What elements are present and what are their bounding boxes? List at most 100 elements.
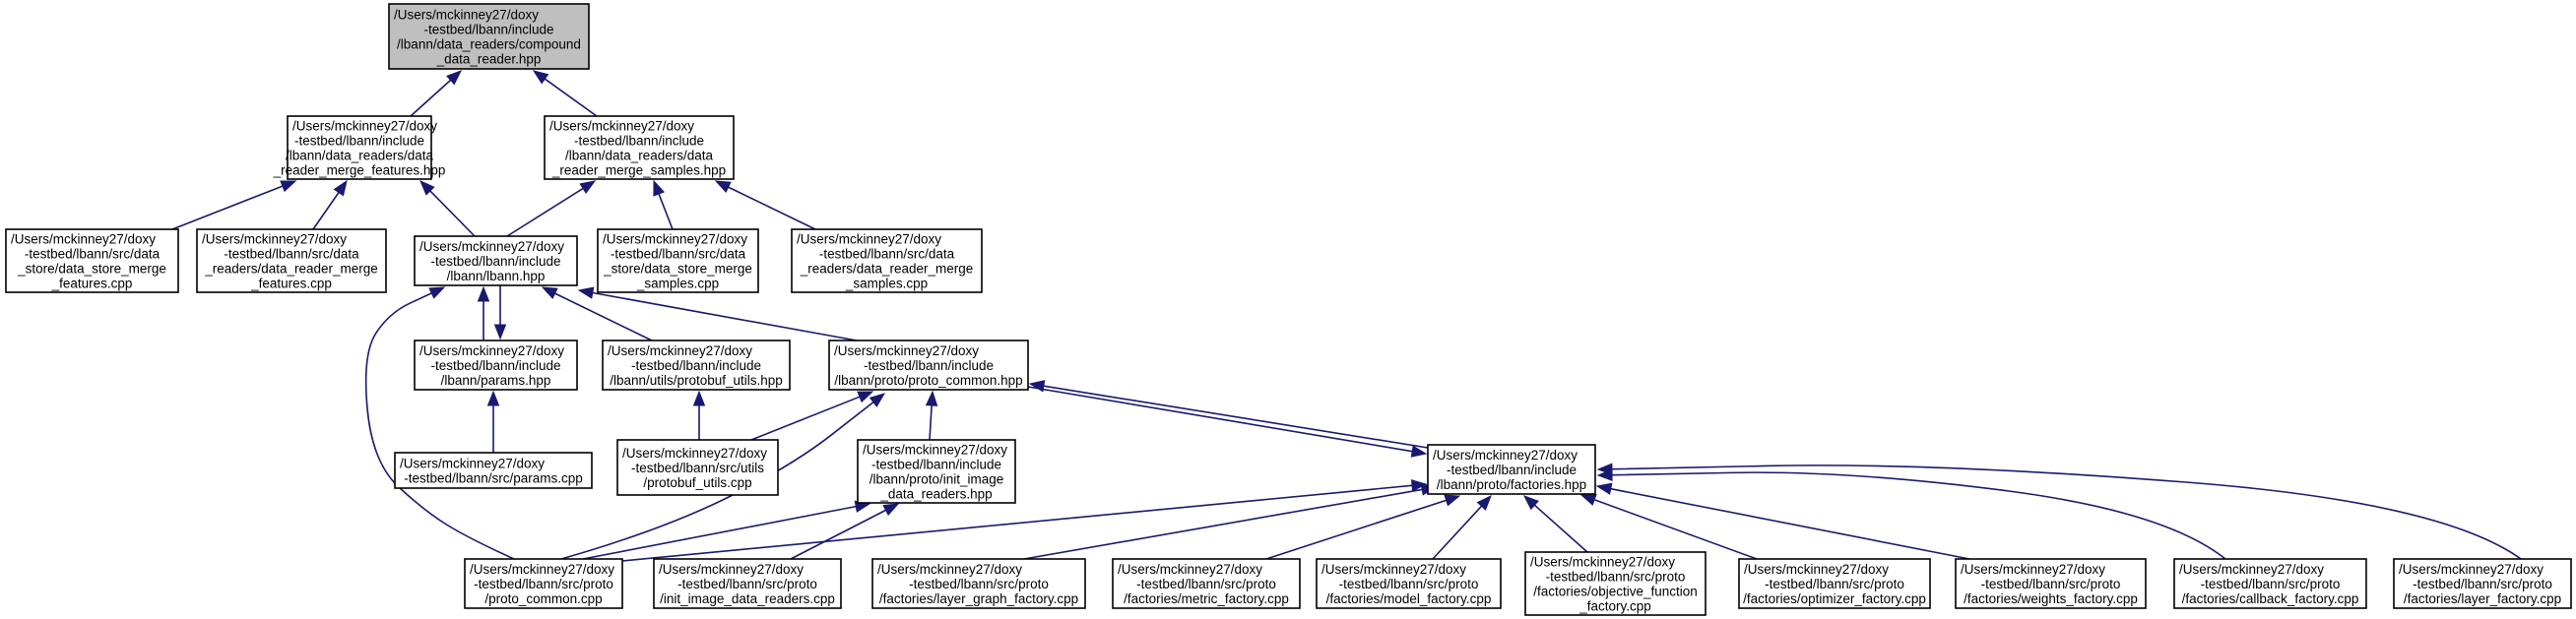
- node-box: [871, 558, 1086, 609]
- edge-line: [410, 79, 452, 117]
- file-node-ds-merge-features-cpp[interactable]: /Users/mckinney27/doxy-testbed/lbann/src…: [5, 228, 179, 293]
- node-label-line: -testbed/lbann/include: [430, 358, 560, 373]
- file-node-dr-merge-features-cpp[interactable]: /Users/mckinney27/doxy-testbed/lbann/src…: [196, 228, 387, 293]
- dependency-edge: [560, 393, 886, 560]
- node-label-line: -testbed/lbann/src/data: [819, 247, 955, 262]
- file-node-proto-common-cpp[interactable]: /Users/mckinney27/doxy-testbed/lbann/src…: [464, 558, 623, 609]
- node-box: [464, 558, 623, 609]
- node-label-line: /Users/mckinney27/doxy: [1118, 562, 1262, 577]
- arrowhead-icon: [493, 324, 507, 340]
- node-label-line: /factories/callback_factory.cpp: [2182, 591, 2359, 606]
- file-node-dr-merge-samples-cpp[interactable]: /Users/mckinney27/doxy-testbed/lbann/src…: [791, 228, 983, 293]
- file-node-layer-graph-factory-cpp[interactable]: /Users/mckinney27/doxy-testbed/lbann/src…: [871, 558, 1086, 609]
- node-label-line: -testbed/lbann/src/proto: [474, 577, 613, 591]
- file-node-factories-hpp[interactable]: /Users/mckinney27/doxy-testbed/lbann/inc…: [1427, 444, 1596, 495]
- node-label-line: -testbed/lbann/src/data: [25, 247, 161, 262]
- node-label-line: _readers/data_reader_merge: [800, 262, 974, 277]
- arrowhead-icon: [577, 286, 595, 299]
- node-label-line: /Users/mckinney27/doxy: [877, 562, 1022, 577]
- node-label-line: /factories/optimizer_factory.cpp: [1743, 591, 1926, 606]
- node-label-line: /Users/mckinney27/doxy: [834, 343, 979, 358]
- node-label-line: /lbann/proto/factories.hpp: [1437, 477, 1586, 492]
- arrowhead-icon: [1595, 482, 1613, 495]
- node-label-line: -testbed/lbann/include: [864, 358, 994, 373]
- node-box: [791, 228, 983, 293]
- arrowhead-icon: [419, 180, 435, 196]
- node-label-line: /Users/mckinney27/doxy: [549, 119, 694, 134]
- arrowhead-icon: [925, 390, 938, 406]
- edge-line: [1043, 385, 1429, 449]
- node-label-line: /Users/mckinney27/doxy: [603, 232, 747, 247]
- node-label-line: /lbann/data_readers/data: [565, 149, 714, 163]
- node-label-line: -testbed/lbann/include: [430, 254, 560, 269]
- node-box: [5, 228, 179, 293]
- file-node-optimizer-factory-cpp[interactable]: /Users/mckinney27/doxy-testbed/lbann/src…: [1738, 558, 1931, 609]
- node-box: [544, 115, 735, 180]
- file-node-merge-features-hpp[interactable]: /Users/mckinney27/doxy-testbed/lbann/inc…: [273, 115, 446, 180]
- node-label-line: -testbed/lbann/src/data: [611, 247, 746, 262]
- file-node-merge-samples-hpp[interactable]: /Users/mckinney27/doxy-testbed/lbann/inc…: [544, 115, 735, 180]
- dependency-edge: [1432, 494, 1492, 560]
- arrowhead-icon: [532, 70, 549, 85]
- file-node-lbann-hpp[interactable]: /Users/mckinney27/doxy-testbed/lbann/inc…: [414, 235, 578, 286]
- edge-line: [171, 185, 284, 230]
- arrowhead-icon: [477, 285, 490, 302]
- edge-line: [364, 292, 515, 560]
- node-label-line: _data_readers.hpp: [879, 487, 992, 502]
- dependency-edge: [653, 179, 674, 230]
- node-label-line: _features.cpp: [51, 277, 133, 291]
- node-box: [1524, 551, 1707, 616]
- arrowhead-icon: [1476, 494, 1492, 511]
- file-node-model-factory-cpp[interactable]: /Users/mckinney27/doxy-testbed/lbann/src…: [1316, 558, 1502, 609]
- file-node-metric-factory-cpp[interactable]: /Users/mckinney27/doxy-testbed/lbann/src…: [1112, 558, 1301, 609]
- file-node-objective-function-factory-cpp[interactable]: /Users/mckinney27/doxy-testbed/lbann/src…: [1524, 551, 1707, 616]
- node-label-line: -testbed/lbann/src/proto: [1136, 577, 1276, 591]
- nodes-layer: /Users/mckinney27/doxy-testbed/lbann/inc…: [5, 3, 2572, 616]
- file-node-ds-merge-samples-cpp[interactable]: /Users/mckinney27/doxy-testbed/lbann/src…: [597, 228, 759, 293]
- arrowhead-icon: [1444, 494, 1461, 507]
- node-box: [828, 340, 1029, 391]
- node-label-line: /lbann/proto/init_image: [869, 472, 1004, 487]
- node-box: [616, 439, 779, 496]
- dependency-edge: [621, 479, 1428, 562]
- arrowhead-icon: [882, 503, 900, 517]
- dependency-edge: [410, 70, 463, 117]
- dependency-edge: [1579, 494, 1758, 560]
- file-node-layer-factory-cpp[interactable]: /Users/mckinney27/doxy-testbed/lbann/src…: [2393, 558, 2572, 609]
- file-node-params-hpp[interactable]: /Users/mckinney27/doxy-testbed/lbann/inc…: [414, 340, 578, 391]
- node-label-line: /Users/mckinney27/doxy: [622, 446, 767, 461]
- file-node-callback-factory-cpp[interactable]: /Users/mckinney27/doxy-testbed/lbann/src…: [2173, 558, 2367, 609]
- edge-line: [1611, 471, 2226, 560]
- edge-line: [1432, 505, 1483, 560]
- dependency-edge: [312, 179, 348, 230]
- file-node-params-cpp[interactable]: /Users/mckinney27/doxy-testbed/lbann/src…: [394, 452, 593, 489]
- edge-line: [506, 187, 584, 237]
- node-label-line: /Users/mckinney27/doxy: [419, 343, 564, 358]
- node-box: [1427, 444, 1596, 495]
- arrowhead-icon: [1596, 463, 1613, 475]
- node-label-line: -testbed/lbann/include: [423, 23, 553, 37]
- node-label-line: _store/data_store_merge: [17, 262, 166, 277]
- node-label-line: _samples.cpp: [636, 277, 719, 291]
- file-node-protobuf-utils-cpp[interactable]: /Users/mckinney27/doxy-testbed/lbann/src…: [616, 439, 779, 496]
- arrowhead-icon: [428, 286, 446, 299]
- node-box: [1738, 558, 1931, 609]
- arrowhead-icon: [653, 179, 666, 197]
- node-box: [2173, 558, 2367, 609]
- file-node-protobuf-utils-hpp[interactable]: /Users/mckinney27/doxy-testbed/lbann/inc…: [602, 340, 791, 391]
- dependency-edge: [486, 390, 500, 453]
- file-node-init-image-hpp[interactable]: /Users/mckinney27/doxy-testbed/lbann/inc…: [857, 439, 1016, 504]
- node-label-line: /Users/mckinney27/doxy: [202, 232, 347, 247]
- file-node-root[interactable]: /Users/mckinney27/doxy-testbed/lbann/inc…: [388, 3, 590, 70]
- node-label-line: /Users/mckinney27/doxy: [608, 343, 752, 358]
- node-label-line: /factories/objective_function: [1533, 585, 1698, 599]
- edge-line: [312, 192, 340, 230]
- node-box: [857, 439, 1016, 504]
- node-label-line: -testbed/lbann/include: [631, 358, 761, 373]
- file-node-weights-factory-cpp[interactable]: /Users/mckinney27/doxy-testbed/lbann/src…: [1955, 558, 2147, 609]
- file-node-proto-common-hpp[interactable]: /Users/mckinney27/doxy-testbed/lbann/inc…: [828, 340, 1029, 391]
- file-node-init-image-cpp[interactable]: /Users/mckinney27/doxy-testbed/lbann/src…: [653, 558, 842, 609]
- node-label-line: /lbann/lbann.hpp: [447, 269, 546, 283]
- dependency-edge: [506, 180, 597, 237]
